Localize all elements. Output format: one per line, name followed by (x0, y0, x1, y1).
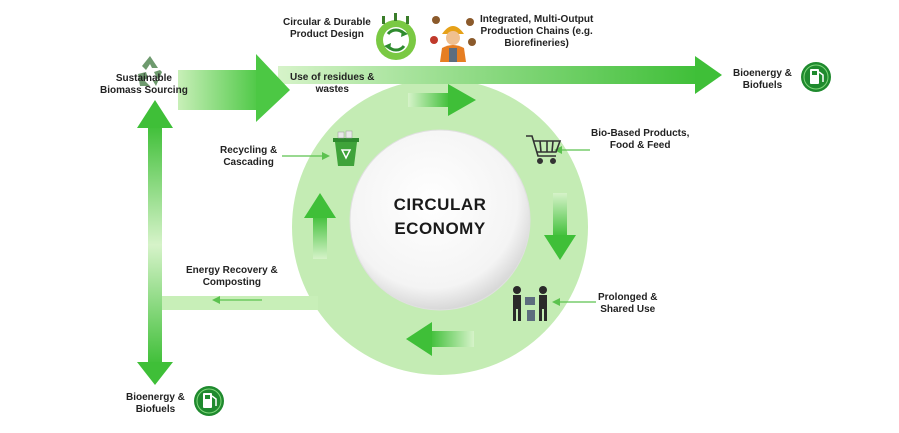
label-energy-recovery: Energy Recovery & Composting (186, 265, 278, 288)
recycle-icon (138, 56, 162, 86)
left-vertical-arrow (137, 100, 173, 385)
pointer-lines (212, 146, 596, 306)
label-prolonged-shared: Prolonged & Shared Use (598, 292, 658, 315)
label-bioenergy-top: Bioenergy & Biofuels (733, 68, 792, 91)
center-title: CIRCULAR ECONOMY (355, 193, 525, 241)
center-title-line2: ECONOMY (394, 219, 486, 238)
cycle-arrow-top (408, 84, 476, 116)
label-recycling-cascading: Recycling & Cascading (220, 145, 278, 168)
shopping-cart-icon (526, 135, 562, 165)
center-circle (349, 129, 531, 311)
cycle-arrow-bottom (406, 322, 474, 356)
energy-recovery-band (148, 296, 318, 310)
label-use-residues: Use of residues & wastes (290, 72, 375, 95)
top-output-band (278, 56, 722, 94)
label-sustainable-biomass: Sustainable Biomass Sourcing (100, 73, 188, 96)
label-integrated-chains: Integrated, Multi-Output Production Chai… (480, 14, 594, 49)
cycle-arrow-left (304, 193, 336, 259)
cycle-arrow-right (544, 193, 576, 260)
label-bio-based-products: Bio-Based Products, Food & Feed (591, 128, 690, 151)
label-bioenergy-bottom: Bioenergy & Biofuels (126, 392, 185, 415)
label-circular-design: Circular & Durable Product Design (283, 17, 371, 40)
recycling-bin-icon (333, 130, 359, 166)
center-title-line1: CIRCULAR (393, 195, 487, 214)
eco-globe-icon (376, 13, 416, 60)
shared-use-people-icon (513, 286, 547, 321)
fuel-pump-icon (801, 62, 831, 92)
fuel-pump-icon (194, 386, 224, 416)
biomass-input-arrow (178, 54, 290, 122)
industrial-worker-icon (430, 16, 476, 62)
